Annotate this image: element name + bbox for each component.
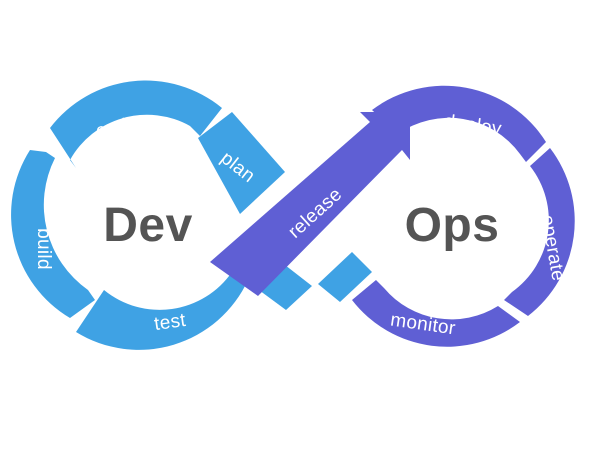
ops-label: Ops (405, 199, 500, 252)
plan-segment (198, 112, 285, 214)
ops-entry-band (318, 252, 372, 302)
deploy-segment (372, 85, 546, 162)
test-segment (76, 272, 248, 350)
build-label: build (33, 228, 54, 270)
test-label: test (153, 310, 188, 335)
release-arrow (210, 112, 410, 296)
ops-loop (210, 85, 575, 347)
build-segment (11, 150, 95, 318)
dev-label: Dev (103, 199, 193, 252)
code-segment (50, 80, 222, 168)
dev-loop (11, 80, 372, 350)
operate-segment (504, 148, 575, 316)
monitor-segment (352, 280, 520, 347)
